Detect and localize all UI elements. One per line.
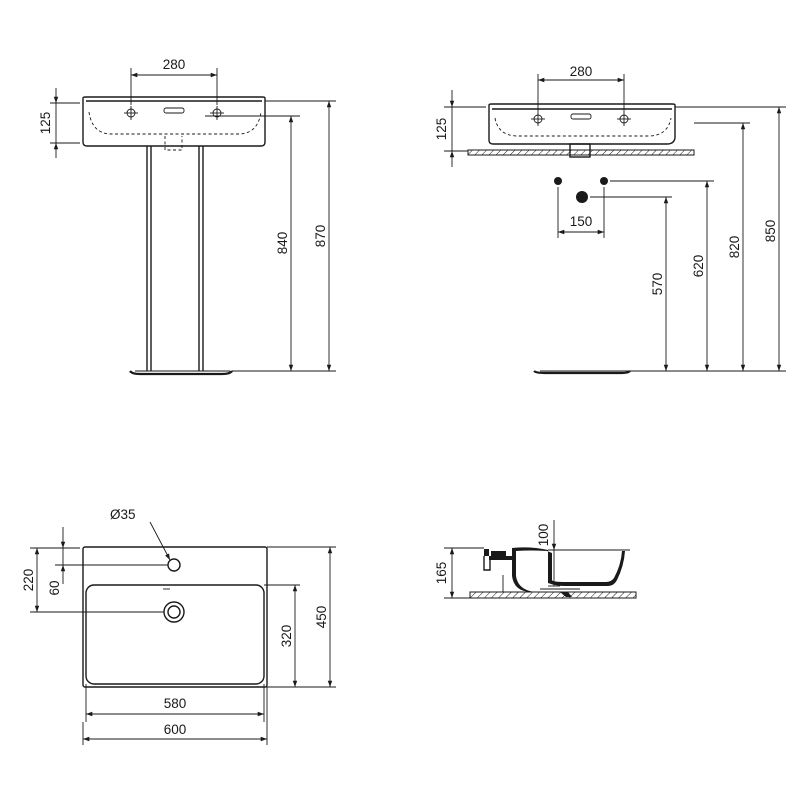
section-countertop bbox=[469, 591, 637, 599]
install-supply-spacing-label: 150 bbox=[570, 214, 593, 229]
supply-point-left bbox=[554, 177, 562, 185]
install-view: 280 125 150 570 620 bbox=[434, 64, 786, 375]
front-dim-tap-spacing: 280 bbox=[130, 57, 218, 105]
front-dim-basin-height: 125 bbox=[38, 88, 80, 158]
front-pedestal-height-label: 840 bbox=[275, 232, 290, 255]
plan-bowl-depth-label: 320 bbox=[279, 625, 294, 648]
section-dim-overall-height: 165 bbox=[434, 547, 484, 599]
front-tap-hole-left bbox=[124, 106, 138, 120]
plan-view: Ø35 220 60 320 450 bbox=[21, 507, 336, 745]
front-basin-height-label: 125 bbox=[38, 112, 53, 135]
supply-point-right bbox=[600, 177, 608, 185]
section-bowl-depth-label: 100 bbox=[536, 524, 551, 547]
plan-dim-bowl-width: 580 bbox=[85, 684, 265, 722]
front-tap-spacing-label: 280 bbox=[163, 57, 186, 72]
install-tap-spacing-label: 280 bbox=[570, 64, 593, 79]
section-overall-height-label: 165 bbox=[434, 562, 449, 585]
plan-basin-outline bbox=[82, 546, 268, 688]
front-view: 280 125 840 870 bbox=[38, 57, 336, 376]
front-pedestal bbox=[129, 146, 233, 376]
plan-dim-overall-depth: 450 bbox=[267, 546, 336, 688]
install-basin-height-label: 125 bbox=[434, 118, 449, 141]
plan-overall-depth-label: 450 bbox=[314, 606, 329, 629]
install-wall-bracket bbox=[467, 149, 695, 156]
plan-waste-offset-label: 220 bbox=[21, 569, 36, 592]
install-rim-height-label: 850 bbox=[763, 220, 778, 243]
install-dim-rim-height: 850 bbox=[675, 106, 786, 371]
front-dim-overall-height: 870 bbox=[265, 100, 336, 371]
install-dim-waste-height: 570 bbox=[590, 196, 672, 371]
front-overflow-slot bbox=[163, 107, 185, 114]
section-basin-profile bbox=[484, 547, 625, 597]
front-overall-height-label: 870 bbox=[313, 225, 328, 248]
plan-bowl-outline bbox=[85, 584, 265, 685]
install-floor-line bbox=[533, 370, 631, 375]
plan-waste-hole bbox=[163, 601, 185, 623]
install-waste-height-label: 570 bbox=[650, 273, 665, 296]
front-tap-hole-right bbox=[210, 106, 224, 120]
plan-dim-tap-hole-offset: 60 bbox=[47, 527, 168, 596]
plan-tap-hole bbox=[167, 558, 181, 572]
plan-dim-tap-hole-diameter: Ø35 bbox=[110, 507, 171, 561]
install-dim-supply-height: 620 bbox=[610, 180, 714, 371]
install-underside-height-label: 820 bbox=[727, 236, 742, 259]
install-bowl-hidden-line bbox=[494, 117, 672, 137]
install-supply-height-label: 620 bbox=[691, 255, 706, 278]
install-dim-tap-spacing: 280 bbox=[537, 64, 625, 112]
plan-tap-hole-diameter-label: Ø35 bbox=[110, 507, 136, 522]
section-view: 100 165 bbox=[434, 520, 637, 599]
waste-point bbox=[576, 191, 588, 203]
front-bowl-hidden-line bbox=[88, 111, 262, 135]
install-tap-hole-right bbox=[617, 112, 631, 126]
plan-overall-width-label: 600 bbox=[164, 722, 187, 737]
install-dim-basin-height: 125 bbox=[434, 90, 486, 167]
install-dim-underside-height: 820 bbox=[694, 122, 750, 371]
plan-dim-waste-offset: 220 bbox=[21, 547, 164, 613]
front-dim-pedestal-height: 840 bbox=[205, 115, 336, 372]
plan-dim-bowl-depth: 320 bbox=[264, 584, 300, 688]
plan-bowl-width-label: 580 bbox=[164, 696, 187, 711]
plan-tap-hole-offset-label: 60 bbox=[47, 580, 62, 595]
section-dim-bowl-depth: 100 bbox=[536, 520, 630, 587]
install-basin-outline bbox=[488, 103, 676, 145]
front-basin-outline bbox=[82, 96, 266, 147]
plan-dim-overall-width: 600 bbox=[82, 687, 268, 745]
install-dim-supply-spacing: 150 bbox=[557, 187, 605, 238]
install-overflow-slot bbox=[570, 113, 592, 120]
install-tap-hole-left bbox=[531, 112, 545, 126]
